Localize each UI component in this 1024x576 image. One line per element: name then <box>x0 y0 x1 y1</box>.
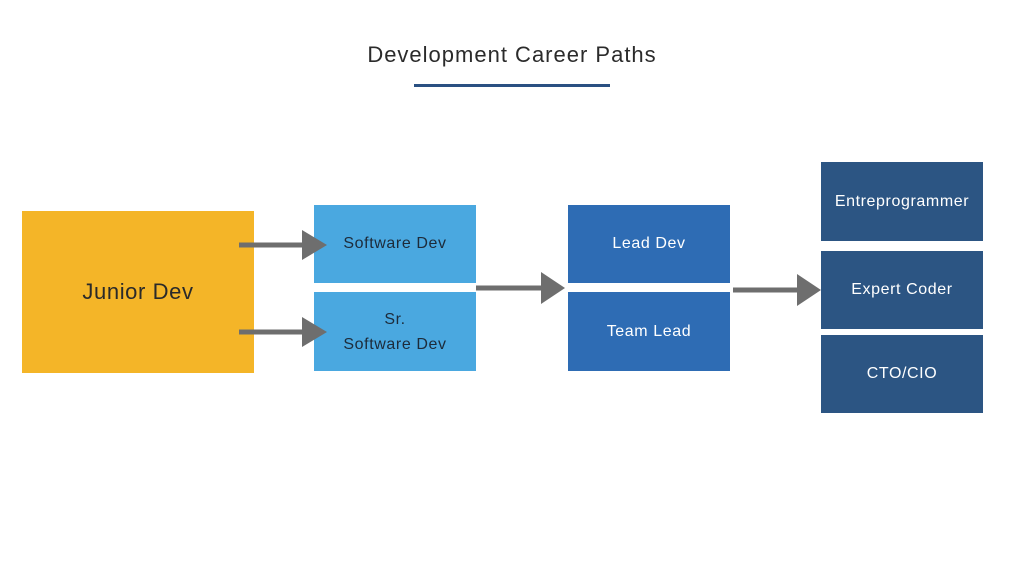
sr-software-dev-box: Sr. Software Dev <box>314 292 476 371</box>
entreprogrammer-label: Entreprogrammer <box>834 192 970 210</box>
arrow-junior-to-software <box>239 230 327 260</box>
junior-dev-label: Junior Dev <box>82 279 194 304</box>
arrow-lead-to-senior <box>733 274 821 306</box>
expert-coder-box: Expert Coder <box>821 251 983 329</box>
lead-dev-box: Lead Dev <box>568 205 730 283</box>
title-underline <box>414 84 610 87</box>
team-lead-label: Team Lead <box>606 322 692 340</box>
team-lead-box: Team Lead <box>568 292 730 371</box>
arrow-software-to-lead <box>476 272 565 304</box>
cto-cio-label: CTO/CIO <box>866 365 938 382</box>
diagram-title: Development Career Paths <box>367 42 657 67</box>
software-dev-label: Software Dev <box>343 235 447 252</box>
software-dev-box: Software Dev <box>314 205 476 283</box>
sr-software-dev-label-line2: Software Dev <box>343 335 447 353</box>
sr-software-dev-label-line1: Sr. <box>384 310 406 328</box>
cto-cio-box: CTO/CIO <box>821 335 983 413</box>
expert-coder-label: Expert Coder <box>851 281 953 298</box>
junior-dev-box: Junior Dev <box>22 211 254 373</box>
lead-dev-label: Lead Dev <box>612 235 686 252</box>
entreprogrammer-box: Entreprogrammer <box>821 162 983 241</box>
arrow-junior-to-sr-software <box>239 317 327 347</box>
